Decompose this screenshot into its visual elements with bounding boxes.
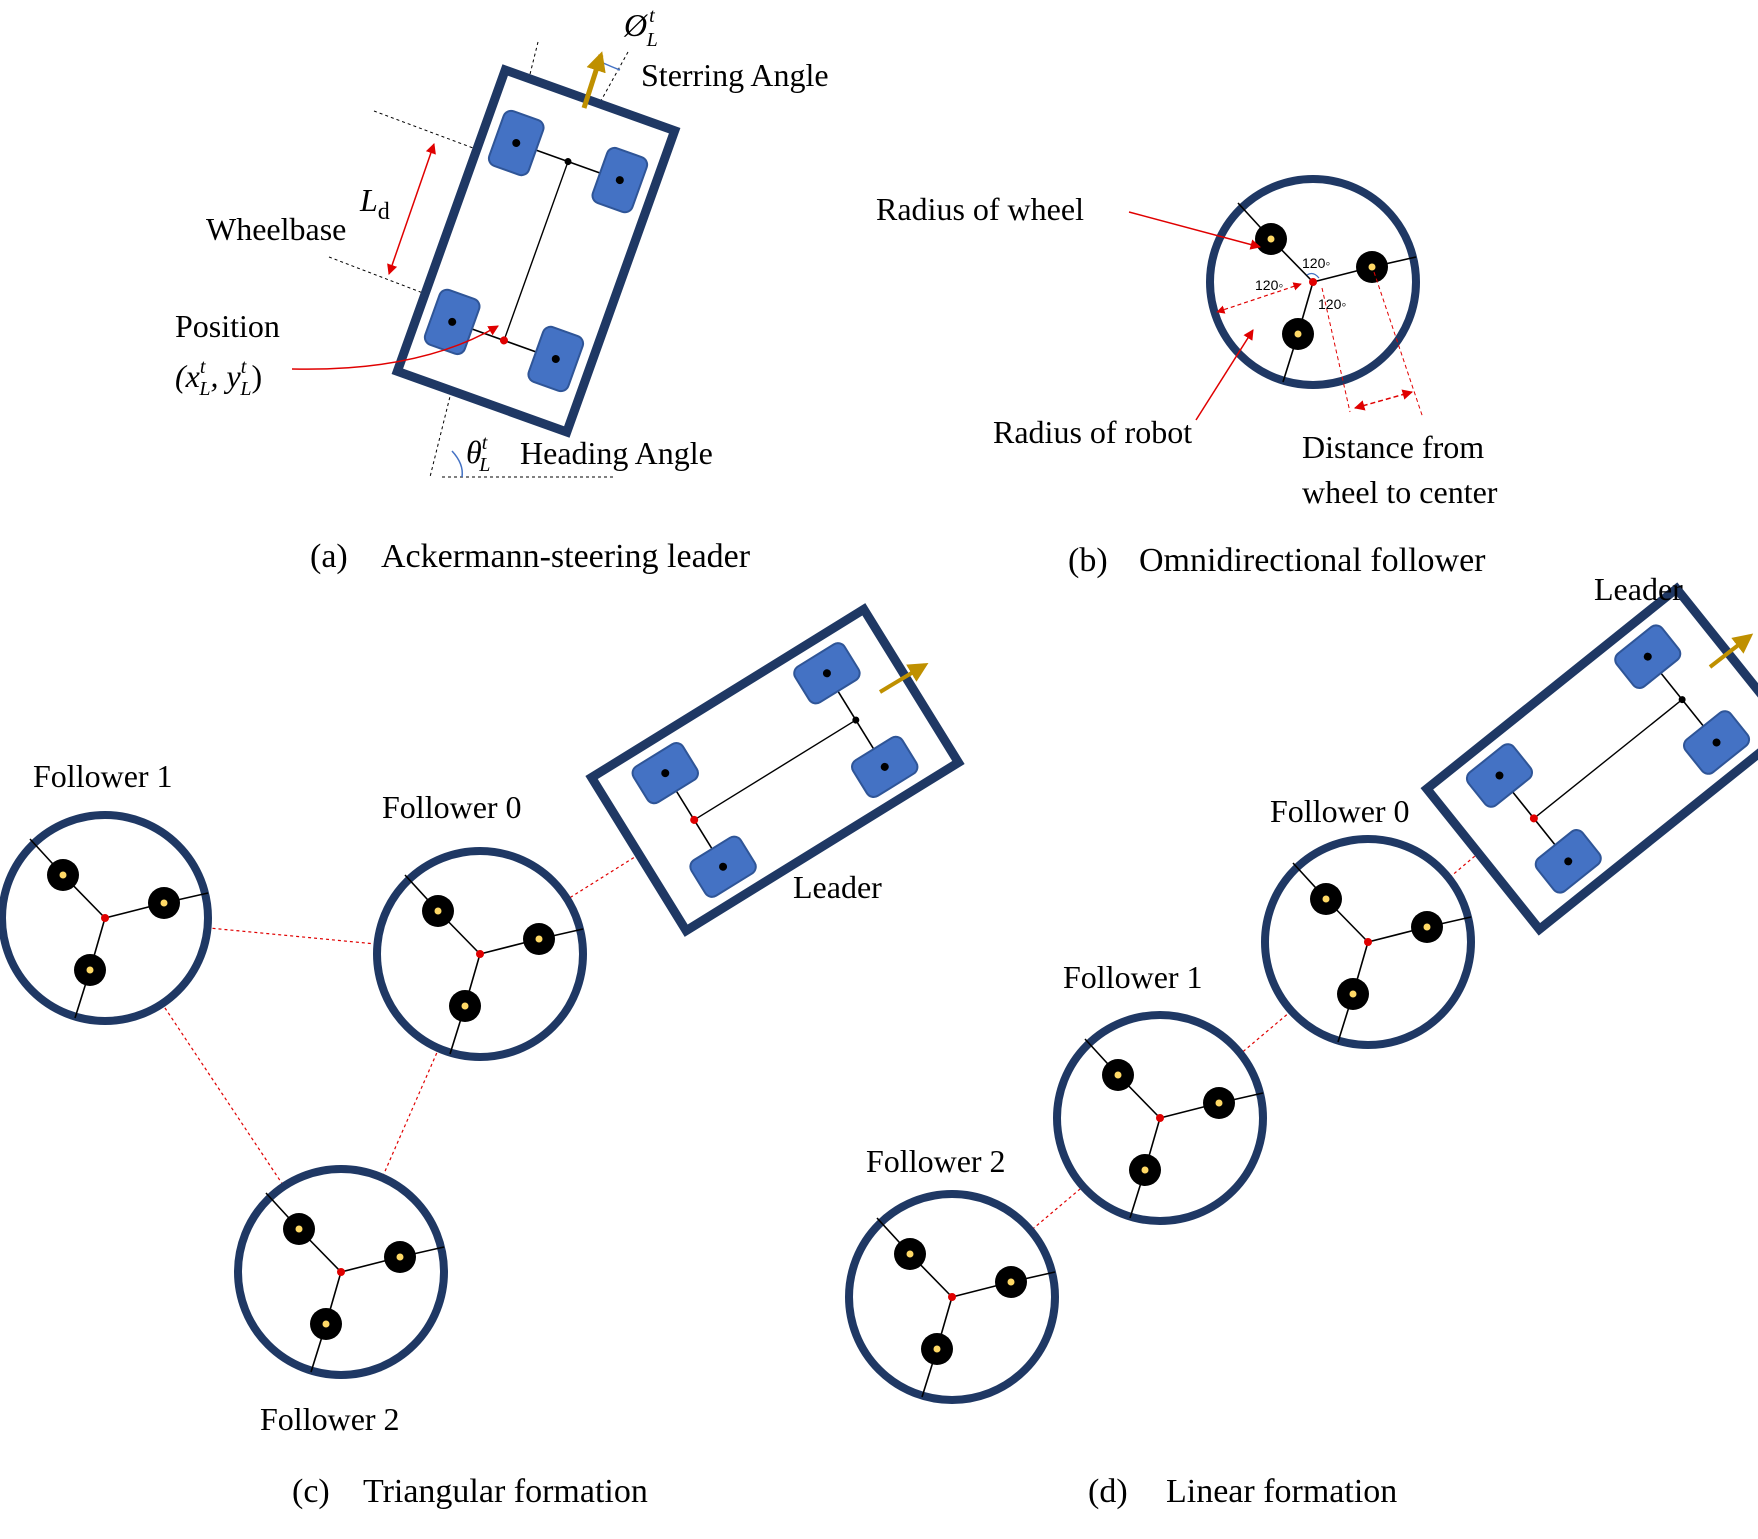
distance-guide-center (1321, 287, 1351, 413)
follower-0-robot-c (377, 851, 583, 1057)
omni-wheel-3 (1282, 318, 1314, 350)
follower-1-label-c: Follower 1 (33, 758, 173, 794)
caption-d: Linear formation (1166, 1473, 1397, 1510)
ld-symbol: Ld (359, 182, 390, 225)
follower-1-label-d: Follower 1 (1063, 959, 1203, 995)
caption-d-id: (d) (1088, 1473, 1128, 1510)
follower-0-label-d: Follower 0 (1270, 793, 1410, 829)
distance-guide-wheel (1373, 271, 1424, 419)
omni-wheel-1 (1255, 223, 1287, 255)
leader-car-d (1427, 589, 1758, 930)
heading-angle-label: Heading Angle (520, 435, 713, 471)
follower-0-robot-d (1265, 839, 1471, 1045)
panel-c: Follower 1 Follower 0 Leader Follower 2 … (2, 609, 958, 1510)
radius-of-wheel-label: Radius of wheel (876, 191, 1084, 227)
omnidirectional-follower-robot (1206, 175, 1420, 389)
caption-c: Triangular formation (363, 1473, 648, 1510)
follower-2-label-d: Follower 2 (866, 1143, 1006, 1179)
distance-dimension-arrow (1353, 389, 1414, 411)
panel-d: Leader Follower 0 Follower 1 Follower 2 … (849, 571, 1758, 1510)
distance-label-line-2: wheel to center (1302, 474, 1498, 510)
rear-axle-position-point (499, 336, 508, 345)
wheelbase-dimension-arrow (387, 143, 436, 275)
wheel-radius-pointer (1128, 211, 1262, 250)
angle-label-1: 120◦ (1302, 255, 1330, 271)
leader-label-c: Leader (793, 869, 882, 905)
follower-1-robot-d (1057, 1015, 1263, 1221)
steering-angle-arc (600, 61, 621, 71)
position-pointer-arrow (291, 325, 499, 370)
angle-arc (1306, 272, 1320, 279)
wheelbase-guide-rear (328, 256, 471, 312)
follower-2-robot-d (849, 1194, 1055, 1400)
omni-wheel-2 (1356, 251, 1388, 283)
radius-of-robot-label: Radius of robot (993, 414, 1192, 450)
caption-b-id: (b) (1068, 542, 1108, 579)
distance-label-line-1: Distance from (1302, 429, 1484, 465)
heading-direction-arrow (581, 51, 606, 109)
robot-radius-dimension (1216, 282, 1302, 314)
caption-a: Ackermann-steering leader (381, 538, 751, 575)
angle-label-2: 120◦ (1255, 277, 1283, 293)
wheelbase-label: Wheelbase (206, 211, 346, 247)
ackermann-leader-car (391, 64, 681, 438)
leader-label-d: Leader (1594, 571, 1683, 607)
leader-d-heading-arrow (1708, 633, 1754, 669)
robot-center-point (1309, 278, 1317, 286)
robot-radius-pointer (1195, 329, 1254, 421)
follower-2-label-c: Follower 2 (260, 1401, 400, 1437)
follower-0-label-c: Follower 0 (382, 789, 522, 825)
caption-b: Omnidirectional follower (1139, 542, 1486, 579)
follower-2-robot-c (238, 1169, 444, 1375)
caption-a-id: (a) (310, 538, 348, 575)
leader-c-heading-arrow (878, 662, 929, 694)
position-label: Position (175, 308, 280, 344)
heading-angle-arc (451, 450, 464, 478)
steering-angle-label: Sterring Angle (641, 57, 829, 93)
follower-1-robot-c (2, 815, 208, 1021)
angle-label-3: 120◦ (1318, 296, 1346, 312)
caption-c-id: (c) (292, 1473, 330, 1510)
leader-car-c (592, 609, 959, 930)
panel-b: 120◦ 120◦ 120◦ Radius of wheel Radius of… (876, 175, 1498, 579)
